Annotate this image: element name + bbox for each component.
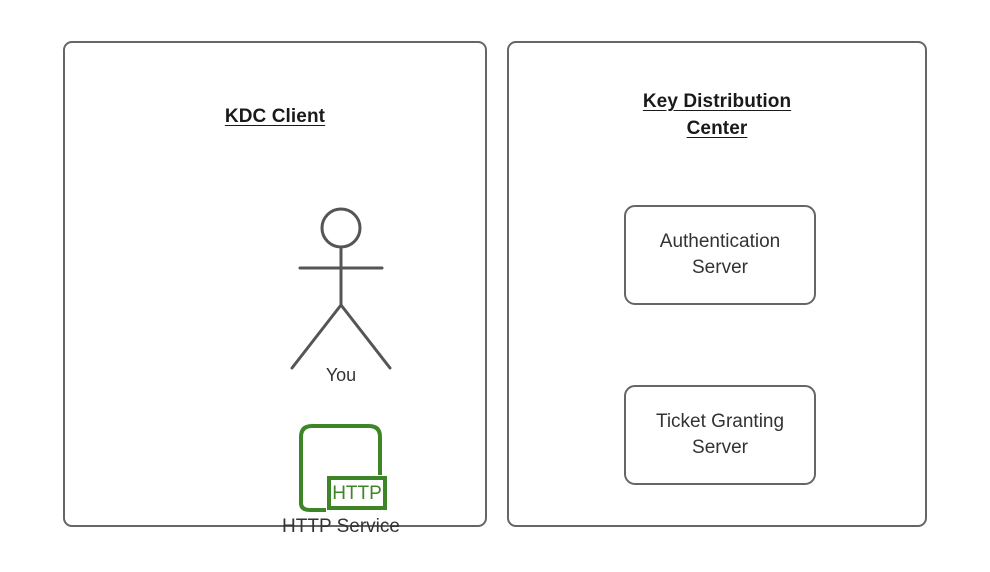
authentication-server-box: Authentication Server: [624, 205, 816, 305]
http-service-icon: HTTP: [293, 421, 389, 515]
panel-title-key-distribution-center: Key Distribution Center: [509, 88, 925, 142]
http-service-label: HTTP Service: [282, 516, 400, 537]
stick-figure-icon: [261, 201, 421, 381]
ticket-granting-server-box: Ticket Granting Server: [624, 385, 816, 485]
panel-title-kdc-client: KDC Client: [224, 106, 326, 127]
panel-title-line-2: Center: [686, 118, 748, 139]
panel-title-line-1: Key Distribution: [642, 91, 792, 112]
authentication-server-label: Authentication Server: [659, 231, 781, 278]
svg-text:HTTP: HTTP: [332, 483, 382, 504]
panel-kdc-client: KDC Client You: [63, 41, 487, 537]
ticket-granting-server-label: Ticket Granting Server: [655, 411, 785, 458]
stick-figure-label: You: [325, 365, 357, 385]
